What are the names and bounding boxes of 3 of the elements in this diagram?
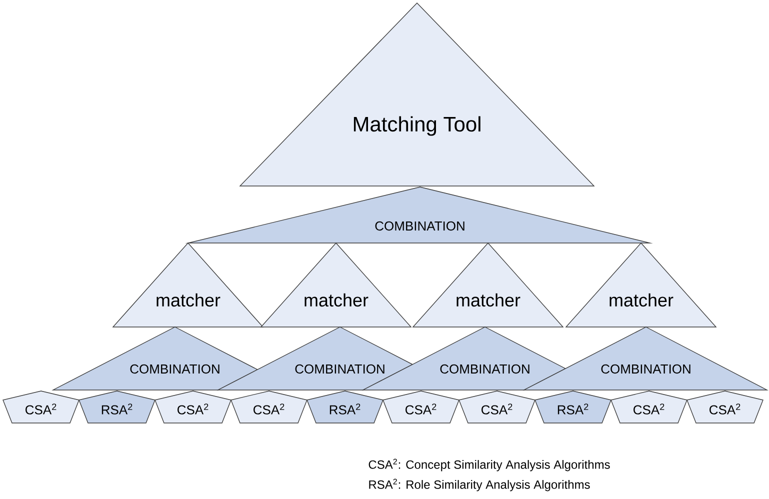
node-label: COMBINATION xyxy=(601,364,690,374)
legend-text: CSA$^{2}$: Concept Similarity Analysis Algorithms xyxy=(368,458,610,472)
legend-text: RSA$^{2}$: Role Similarity Analysis Algorithms xyxy=(369,478,590,492)
